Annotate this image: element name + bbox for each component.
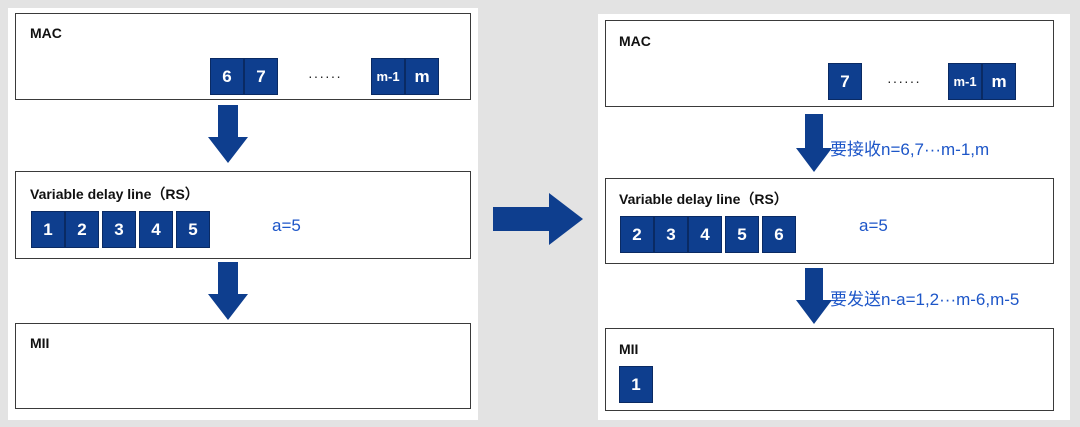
right-rs-cell-2: 2 [620, 216, 654, 253]
right-rs-a-label: a=5 [859, 216, 888, 235]
left-rs-box: Variable delay line（RS） 1 2 3 4 5 a=5 [15, 171, 471, 259]
right-mac-cell-m-1: m-1 [948, 63, 982, 100]
right-mii-title: MII [619, 341, 639, 357]
left-rs-cell-4: 4 [139, 211, 173, 248]
left-down-arrow-1 [208, 105, 248, 163]
right-rs-cell-5: 5 [725, 216, 759, 253]
left-down-arrow-2 [208, 262, 248, 320]
left-mac-title: MAC [30, 25, 62, 41]
right-rs-cell-4: 4 [688, 216, 722, 253]
right-down-arrow-1 [796, 114, 832, 172]
right-rs-cell-6: 6 [762, 216, 796, 253]
left-mii-title: MII [30, 335, 50, 351]
right-mac-ellipsis: ······ [887, 73, 921, 89]
left-mac-cell-m: m [405, 58, 439, 95]
right-rs-title: Variable delay line（RS） [619, 191, 788, 207]
left-mac-box: MAC 6 7 ······ m-1 m [15, 13, 471, 100]
left-rs-title: Variable delay line（RS） [30, 186, 199, 202]
left-mac-cell-7: 7 [244, 58, 278, 95]
right-mii-cell-1: 1 [619, 366, 653, 403]
left-panel: MAC 6 7 ······ m-1 m Variable delay line… [8, 8, 478, 420]
left-mac-cell-6: 6 [210, 58, 244, 95]
right-down-arrow-2 [796, 268, 832, 324]
transition-arrow [493, 193, 583, 245]
right-send-note: 要发送n-a=1,2···m-6,m-5 [830, 290, 1020, 309]
left-rs-cell-3: 3 [102, 211, 136, 248]
right-rs-box: Variable delay line（RS） 2 3 4 5 6 a=5 [605, 178, 1054, 264]
right-mac-cell-m: m [982, 63, 1016, 100]
left-rs-a-label: a=5 [272, 216, 301, 235]
right-mac-title: MAC [619, 33, 651, 49]
right-rs-cell-3: 3 [654, 216, 688, 253]
left-mii-box: MII [15, 323, 471, 409]
right-mac-cell-7: 7 [828, 63, 862, 100]
left-rs-cell-1: 1 [31, 211, 65, 248]
right-mac-box: MAC 7 ······ m-1 m [605, 20, 1054, 107]
left-mac-cell-m-1: m-1 [371, 58, 405, 95]
right-mii-box: MII 1 [605, 328, 1054, 411]
right-panel: MAC 7 ······ m-1 m 要接收n=6,7···m-1,m Vari… [598, 14, 1070, 420]
left-rs-cell-2: 2 [65, 211, 99, 248]
left-mac-ellipsis: ······ [308, 68, 342, 84]
right-receive-note: 要接收n=6,7···m-1,m [830, 140, 990, 159]
left-rs-cell-5: 5 [176, 211, 210, 248]
